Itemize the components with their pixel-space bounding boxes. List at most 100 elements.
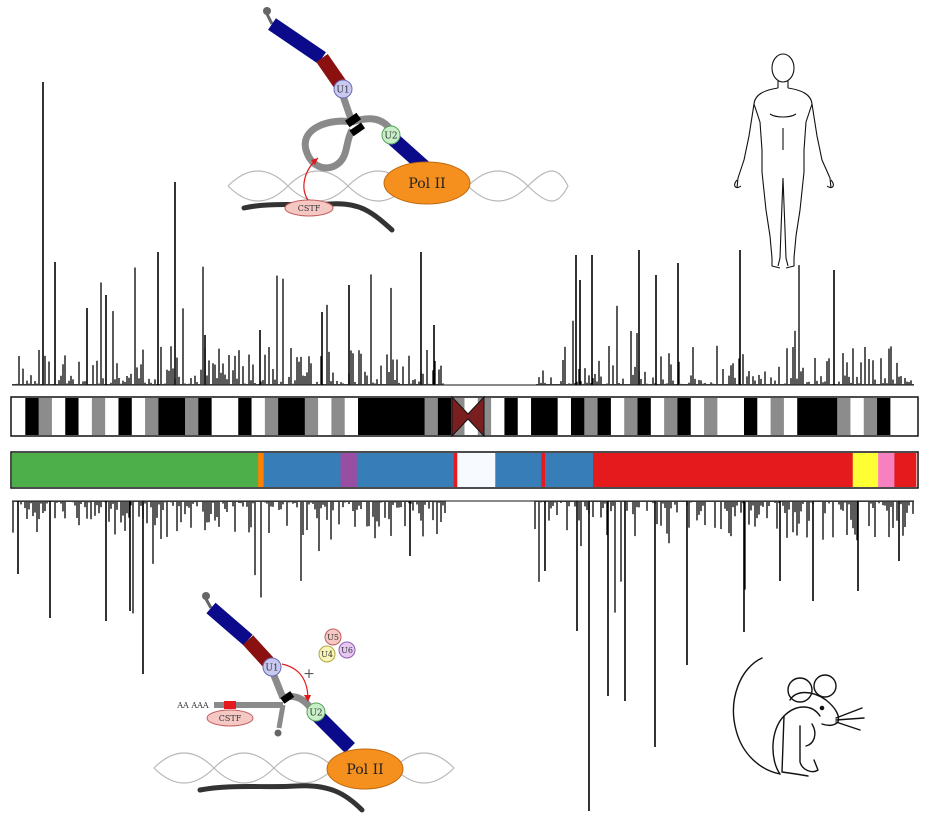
bottom-cstf-factor: CSTF	[206, 709, 254, 727]
ideogram-band	[51, 398, 66, 435]
human-signal-track	[12, 82, 914, 385]
ideogram-band	[890, 398, 905, 435]
ideogram-band	[823, 398, 838, 435]
ideogram-band	[264, 398, 279, 435]
synteny-block	[263, 453, 341, 487]
ideogram-band	[278, 398, 292, 435]
ideogram-band	[690, 398, 705, 435]
ideogram-band	[704, 398, 718, 435]
top-u1-snrnp: U1	[333, 79, 353, 99]
ideogram-band	[251, 398, 266, 435]
u4-label: U4	[321, 650, 333, 659]
ideogram-band	[185, 398, 199, 435]
synteny-block	[457, 453, 496, 487]
bottom-rna-chain	[202, 592, 355, 753]
ideogram-band	[291, 398, 306, 435]
ideogram-band	[757, 398, 772, 435]
ideogram-band	[491, 398, 505, 435]
synteny-block	[852, 453, 879, 487]
ideogram-band	[344, 398, 359, 435]
ideogram-band	[557, 398, 572, 435]
bottom-u1-label: U1	[265, 664, 278, 674]
ideogram-band	[38, 398, 53, 435]
ideogram-band	[437, 398, 452, 435]
ideogram-band	[145, 398, 159, 435]
ideogram-band	[131, 398, 146, 435]
bottom-pol2-label: Pol II	[346, 762, 383, 778]
ideogram-band	[304, 398, 319, 435]
synteny-block	[878, 453, 895, 487]
ideogram-band	[850, 398, 865, 435]
top-pol2-enzyme: Pol II	[383, 161, 471, 205]
bottom-cstf-label: CSTF	[219, 714, 242, 723]
ideogram-band	[424, 398, 439, 435]
ideogram-band	[358, 398, 372, 435]
ideogram-band	[610, 398, 625, 435]
synteny-block	[453, 453, 458, 487]
bottom-rna-tail	[197, 783, 365, 813]
ideogram-band	[331, 398, 346, 435]
ideogram-band	[371, 398, 386, 435]
top-cstf-factor: CSTF	[284, 199, 334, 217]
bottom-pol2-enzyme: Pol II	[326, 748, 404, 790]
ideogram-band	[397, 398, 412, 435]
ideogram-band	[65, 398, 79, 435]
ideogram-band	[544, 398, 559, 435]
ideogram-band	[597, 398, 612, 435]
ideogram-band	[12, 398, 26, 435]
synteny-block	[545, 453, 594, 487]
synteny-block	[593, 453, 854, 487]
free-snrnp-cluster: U5 U4 U6	[318, 628, 356, 663]
ideogram-band	[624, 398, 638, 435]
ideogram-band	[770, 398, 785, 435]
ideogram-band	[797, 398, 811, 435]
ideogram-band	[863, 398, 878, 435]
ideogram-band	[837, 398, 851, 435]
synteny-block	[258, 453, 264, 487]
ideogram-band	[810, 398, 825, 435]
u6-label: U6	[341, 646, 353, 655]
synteny-outline	[10, 451, 919, 489]
ideogram-band	[318, 398, 332, 435]
ideogram-band	[158, 398, 173, 435]
ideogram-band	[25, 398, 40, 435]
ideogram-band	[877, 398, 891, 435]
synteny-block	[12, 453, 259, 487]
ideogram-band	[78, 398, 93, 435]
ideogram-band	[118, 398, 133, 435]
bottom-u1-snrnp: U1	[262, 657, 282, 677]
polya-tail-label: AA AAA	[176, 701, 209, 710]
ideogram-band	[504, 398, 519, 435]
mouse-signal-track	[12, 501, 914, 811]
ideogram-band	[783, 398, 798, 435]
ideogram-band	[717, 398, 732, 435]
ideogram-outline	[10, 396, 919, 437]
ideogram-band	[211, 398, 226, 435]
ideogram-band	[517, 398, 532, 435]
synteny-block	[340, 453, 358, 487]
ideogram-band	[730, 398, 745, 435]
ideogram-band	[224, 398, 239, 435]
top-pol2-label: Pol II	[408, 176, 445, 192]
ideogram-band	[91, 398, 106, 435]
top-u1-label: U1	[336, 86, 349, 96]
synteny-block	[495, 453, 542, 487]
ideogram-band	[238, 398, 252, 435]
plus-sign: +	[303, 666, 315, 682]
u5-label: U5	[327, 633, 339, 642]
synteny-color-bar	[12, 453, 917, 487]
synteny-block	[894, 453, 917, 487]
ideogram-band	[650, 398, 665, 435]
ideogram-band	[411, 398, 425, 435]
bottom-dna-helix	[153, 752, 455, 784]
synteny-block	[356, 453, 454, 487]
synteny-block	[541, 453, 546, 487]
bottom-u2-snrnp: U2	[306, 702, 326, 722]
ideogram-band	[105, 398, 119, 435]
bottom-u2-label: U2	[309, 709, 322, 719]
top-u2-snrnp: U2	[381, 125, 401, 145]
ideogram-band	[677, 398, 692, 435]
ideogram-band	[198, 398, 213, 435]
ideogram-band	[637, 398, 652, 435]
